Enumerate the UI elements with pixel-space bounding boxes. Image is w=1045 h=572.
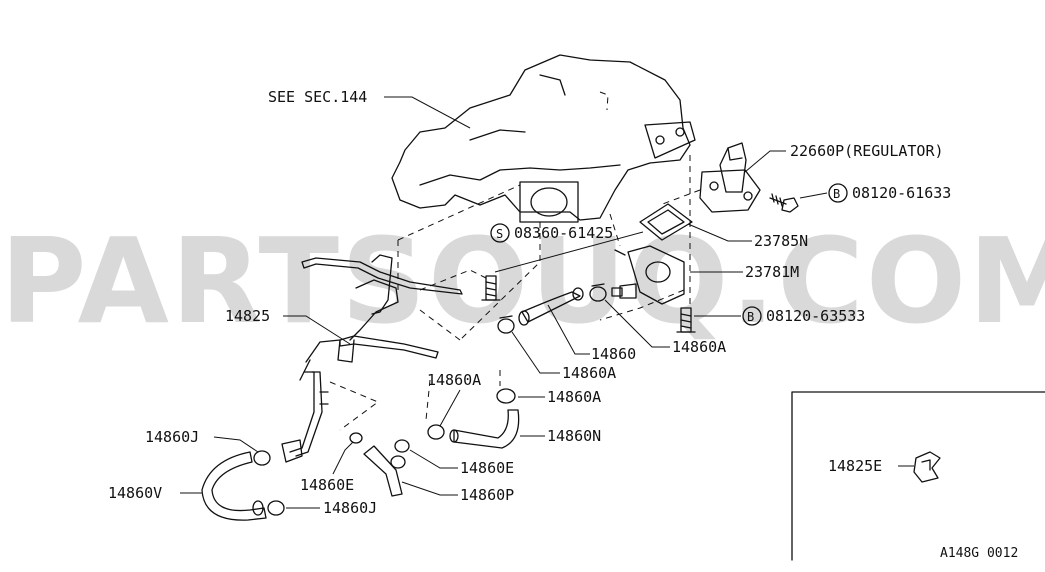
clamp-14860j-lower [267,500,285,516]
label-hose-v: 14860V [108,484,162,502]
label-clamp-e2: 14860E [460,459,514,477]
label-clamp-a3: 14860A [427,371,481,389]
label-clamp-a1: 14860A [672,338,726,356]
clamp-14860e-left [349,432,363,444]
label-screw-s: 08360-61425 [514,224,613,242]
pressure-regulator [699,142,761,213]
label-hose-14860: 14860 [591,345,636,363]
label-gasket: 23785N [754,232,808,250]
diagram-code: A148G 0012 [940,546,1018,561]
alignment-lines [329,155,701,431]
label-bolt-b1: 08120-61633 [852,184,951,202]
hose-14860n [449,409,520,449]
intake-manifold [391,54,696,223]
watermark: PARTSOUQ.COM [0,212,1045,350]
label-clamp-a2: 14860A [562,364,616,382]
clip-14825e [913,451,941,483]
label-clamp-j1: 14860J [145,428,199,446]
leader-lines [180,96,914,509]
hose-14860 [518,287,584,326]
clamp-14860e-right [394,439,410,453]
label-regulator: 22660P(REGULATOR) [790,142,944,160]
clamp-14860a-mid [496,388,516,404]
label-pipe: 14825 [225,307,270,325]
label-screw-s-prefix: S [496,227,503,241]
label-hose-p: 14860P [460,486,514,504]
label-bolt-b1-prefix: B [833,187,840,201]
label-see-sec: SEE SEC.144 [268,88,367,106]
gasket-23785n [639,203,693,241]
bolt-b2-symbol [742,306,762,326]
bolt-08120-61633 [769,193,799,213]
inset-frame [791,391,1045,561]
screw-s-symbol [490,223,510,243]
clamp-14860a-left [497,315,515,334]
label-clamp-a4: 14860A [547,388,601,406]
label-bolt-b2: 08120-63533 [766,307,865,325]
label-hose-n: 14860N [547,427,601,445]
label-clamp-e1: 14860E [300,476,354,494]
clamp-14860a-lower [427,424,445,440]
label-housing: 23781M [745,263,799,281]
bolt-b1-symbol [828,183,848,203]
clamp-14860a-upper [589,283,607,302]
hose-14860p [363,445,406,497]
clamp-14860j-upper [253,450,271,466]
callout-labels: SEE SEC.144 22660P(REGULATOR) B 08120-61… [108,88,1018,561]
pipe-14825 [281,254,463,463]
label-clip-inset: 14825E [828,457,882,475]
housing-23781m [611,245,685,305]
bolt-08120-63533 [676,307,696,333]
label-clamp-j2: 14860J [323,499,377,517]
label-bolt-b2-prefix: B [747,310,754,324]
screw-08360-61425 [481,275,501,301]
hose-14860v [201,451,267,521]
